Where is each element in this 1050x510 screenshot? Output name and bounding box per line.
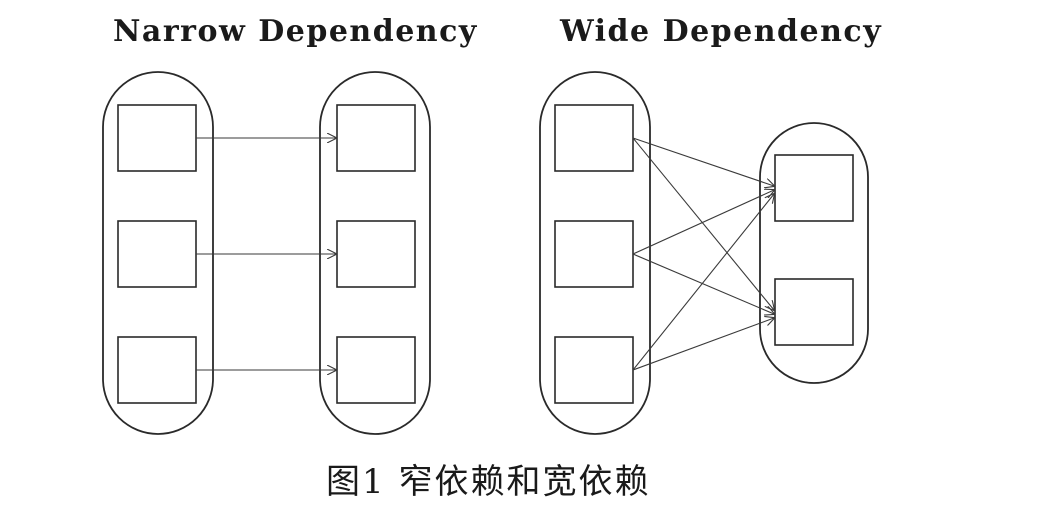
narrow-parent-partition-2	[117, 220, 197, 288]
wide-dependency-arrow-3-1	[632, 194, 774, 371]
wide-dependency-arrow-2-2	[632, 253, 774, 314]
wide-parent-partition-3	[554, 336, 634, 404]
wide-child-partition-2	[774, 278, 854, 346]
wide-dependency-group	[539, 71, 869, 435]
wide-dependency-arrow-1-2	[632, 137, 774, 310]
wide-parent-rdd	[539, 71, 651, 435]
narrow-parent-partition-3	[117, 336, 197, 404]
wide-dependency-title: Wide Dependency	[560, 14, 883, 49]
wide-parent-partition-2	[554, 220, 634, 288]
narrow-parent-partition-1	[117, 104, 197, 172]
narrow-dependency-title: Narrow Dependency	[113, 14, 478, 49]
narrow-parent-rdd	[102, 71, 214, 435]
wide-dependency-arrow-2-1	[632, 190, 774, 255]
narrow-child-partition-1	[336, 104, 416, 172]
wide-parent-partition-1	[554, 104, 634, 172]
narrow-child-partition-2	[336, 220, 416, 288]
wide-dependency-arrow-3-2	[632, 318, 774, 371]
wide-dependency-arrow-1-1	[632, 137, 774, 186]
narrow-dependency-group	[102, 71, 431, 435]
figure-caption: 图1 窄依赖和宽依赖	[326, 462, 651, 502]
narrow-child-rdd	[319, 71, 431, 435]
wide-child-partition-1	[774, 154, 854, 222]
wide-child-rdd	[759, 122, 869, 384]
narrow-child-partition-3	[336, 336, 416, 404]
